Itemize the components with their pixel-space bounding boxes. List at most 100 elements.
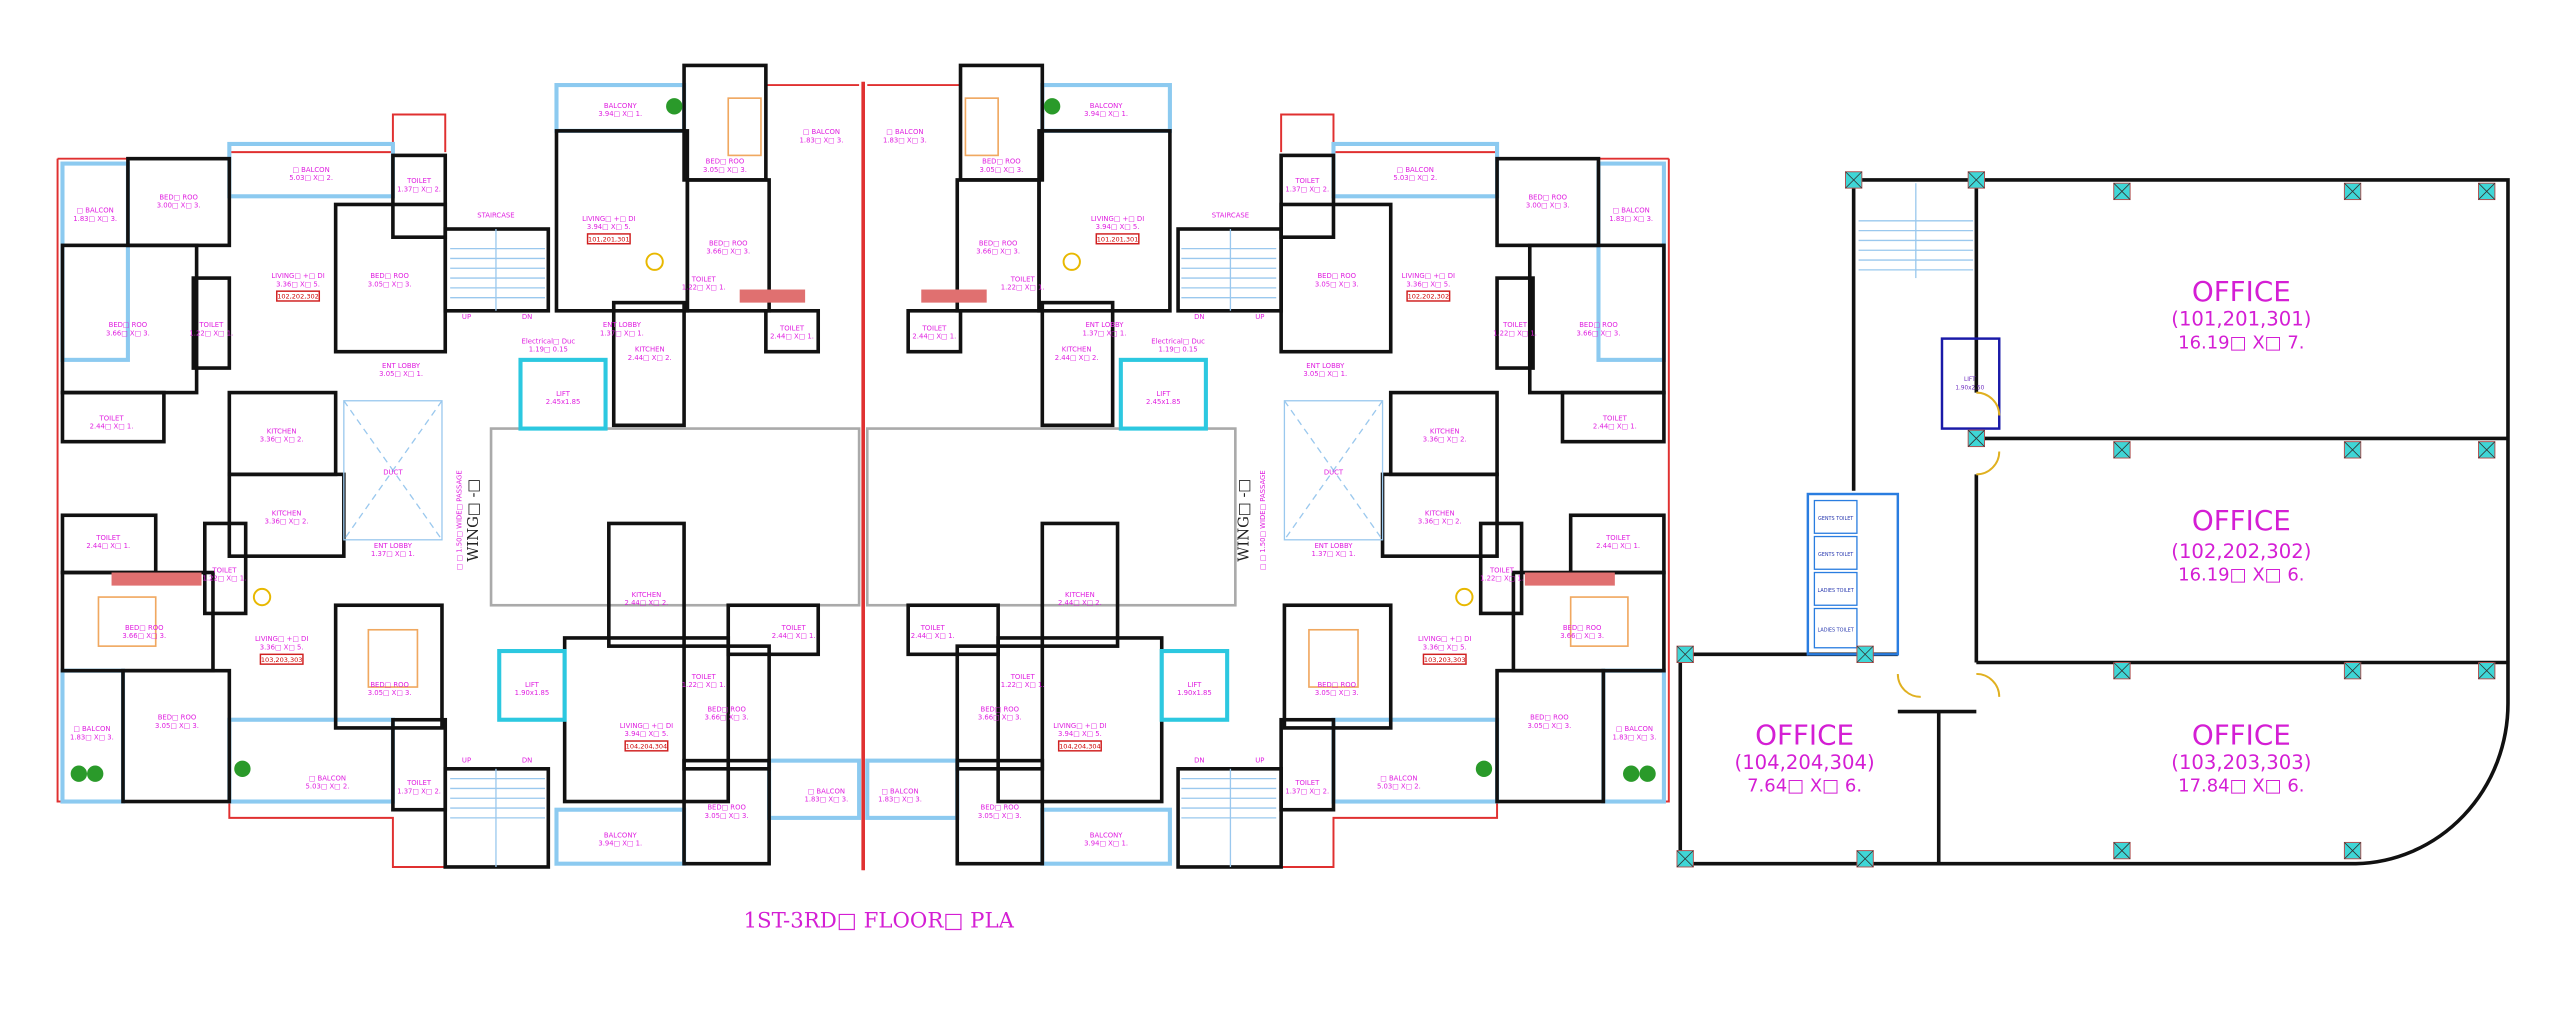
room-name: □ BALCON [1380,774,1417,782]
room-dimensions: 3.66□ X□ 3. [976,248,1020,256]
room-name: KITCHEN [635,346,665,354]
unit-number-badge [624,740,669,752]
column-cross-mark [2478,662,2496,680]
column-cross-mark [2478,441,2496,459]
unit-number-badge [1406,290,1451,302]
office-toilet-block [1806,492,1900,656]
room-name: TOILET [691,275,717,283]
room-name: STAIRCASE [477,212,514,220]
office-101: OFFICE (101,201,301) 16.19□ X□ 7. [2171,275,2311,353]
room-name: KITCHEN [632,591,662,599]
room-label: LIVING□ +□ DI3.36□ X□ 5.103,203,303 [1418,635,1471,665]
room-name: TOILET [198,321,224,329]
room-dimensions: 1.22□ X□ 1. [1480,575,1524,583]
column-cross-mark [2113,182,2131,200]
room-dimensions: 3.36□ X□ 5. [276,280,320,288]
room-name: BED□ ROO [706,158,745,166]
room-name: □ BALCON [1397,166,1434,174]
office-units: (101,201,301) [2171,308,2311,331]
office-dims: 16.19□ X□ 6. [2178,565,2304,586]
stair-direction-mark: UP [1255,756,1264,764]
room-name: BED□ ROO [707,706,746,714]
office-lift-label: LIFT [1964,377,1976,383]
room-dimensions: 3.36□ X□ 5. [1406,280,1450,288]
room-name: LIFT [525,681,540,689]
room-name: Electrical□ Duc [1151,338,1205,346]
office-columns [1676,171,2496,868]
room-name: □ BALCON [73,725,110,733]
office-units: (104,204,304) [1735,751,1875,774]
room-name: ENT LOBBY [1314,542,1353,550]
column-cross-mark [2113,662,2131,680]
office-102: OFFICE (102,202,302) 16.19□ X□ 6. [2171,504,2311,586]
stair-direction-mark: UP [462,313,471,321]
room-name: LIVING□ +□ DI [1053,722,1106,730]
room-label: LIVING□ +□ DI3.94□ X□ 5.104,204,304 [620,722,673,752]
room-name: BED□ ROO [370,681,409,689]
room-name: TOILET [920,624,946,632]
unit-number: 101,201,301 [588,235,630,243]
room-name: BED□ ROO [159,194,198,202]
room-name: BED□ ROO [158,714,197,722]
room-dimensions: 1.22□ X□ 1. [202,575,246,583]
column-cross-mark [2113,842,2131,860]
room-name: BED□ ROO [370,272,409,280]
room-dimensions: 1.37□ X□ 2. [1285,185,1329,193]
column-cross-mark [2344,662,2362,680]
stair-direction-mark: DN [1194,756,1204,764]
room-name: BED□ ROO [109,321,148,329]
room-name: BED□ ROO [980,706,1019,714]
room-name: DUCT [1324,468,1344,476]
room-dimensions: 3.05□ X□ 3. [703,166,747,174]
room-dimensions: 3.36□ X□ 5. [260,643,304,651]
room-label: LIVING□ +□ DI3.94□ X□ 5.101,201,301 [1091,215,1144,245]
office-units: (102,202,302) [2171,540,2311,563]
unit-number: 104,204,304 [1059,743,1101,751]
room-dimensions: 3.05□ X□ 1. [379,370,423,378]
room-dimensions: 3.66□ X□ 3. [978,714,1022,722]
room-name: TOILET [691,673,717,681]
stair-direction-mark: DN [522,756,532,764]
room-dimensions: 3.94□ X□ 1. [598,840,642,848]
room-dimensions: 3.94□ X□ 5. [1096,223,1140,231]
room-dimensions: 1.83□ X□ 3. [1609,215,1653,223]
room-label: LIVING□ +□ DI3.94□ X□ 5.104,204,304 [1053,722,1107,752]
room-dimensions: 3.66□ X□ 3. [1577,329,1621,337]
unit-number-badge [586,233,631,245]
room-dimensions: 1.22□ X□ 1. [682,284,726,292]
room-label: STAIRCASE [1212,212,1249,220]
room-name: □ BALCON [886,128,923,136]
room-dimensions: 1.83□ X□ 3. [70,733,114,741]
room-dimensions: 1.22□ X□ 1. [189,329,233,337]
room-name: BED□ ROO [1563,624,1602,632]
room-dimensions: 3.66□ X□ 3. [122,632,166,640]
room-name: BED□ ROO [1528,194,1567,202]
room-name: KITCHEN [1062,346,1092,354]
room-name: TOILET [781,624,807,632]
room-name: LIVING□ +□ DI [582,215,635,223]
wing-label-left: WING□ -□ [465,479,482,562]
room-dimensions: 2.44□ X□ 1. [772,632,816,640]
room-name: KITCHEN [1425,509,1455,517]
